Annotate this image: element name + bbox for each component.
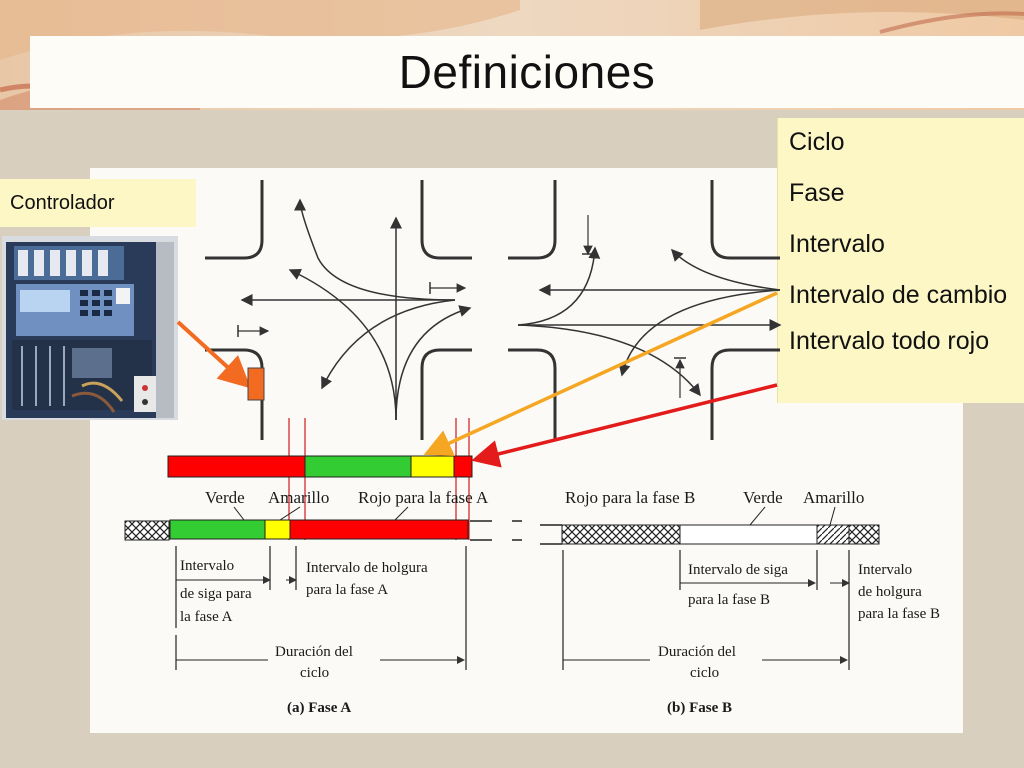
label-a-verde: Verde xyxy=(205,488,245,507)
cycle-bar xyxy=(167,455,473,478)
intersection-phase-b xyxy=(508,180,780,440)
label-b-holgura-1: Intervalo xyxy=(858,562,912,578)
label-b-holgura-3: para la fase B xyxy=(858,606,940,622)
label-a-duracion-2: ciclo xyxy=(300,665,329,681)
label-a-siga-3: la fase A xyxy=(180,609,233,625)
label-a-holgura-1: Intervalo de holgura xyxy=(306,560,428,576)
slide-title: Definiciones xyxy=(398,46,656,98)
label-a-siga-2: de siga para xyxy=(180,586,252,602)
label-a-duracion-1: Duración del xyxy=(275,644,353,660)
intersection-phase-a xyxy=(205,180,472,440)
definition-intervalo: Intervalo xyxy=(789,230,885,258)
definition-intervalo-todo-rojo: Intervalo todo rojo xyxy=(789,327,990,355)
definitions-box: Ciclo Fase Intervalo Intervalo de cambio… xyxy=(777,118,1024,403)
label-a-siga-1: Intervalo xyxy=(180,558,234,574)
controller-arrow xyxy=(176,320,251,389)
movement-arrows-phase-a xyxy=(237,198,472,421)
caption-phase-a: (a) Fase A xyxy=(287,700,351,716)
label-a-rojo: Rojo para la fase A xyxy=(358,488,489,507)
cycle-bar-red-start xyxy=(167,455,306,478)
label-b-duracion-2: ciclo xyxy=(690,665,719,681)
label-b-duracion-1: Duración del xyxy=(658,644,736,660)
phase-b-red-end xyxy=(848,524,880,545)
title-bar: Definiciones xyxy=(30,36,1024,108)
movement-arrows-phase-b xyxy=(517,215,782,398)
controller-photo xyxy=(2,236,178,420)
label-b-holgura-2: de holgura xyxy=(858,584,922,600)
phase-a-green xyxy=(169,519,266,540)
controller-label: Controlador xyxy=(0,179,196,227)
label-b-amarillo: Amarillo xyxy=(803,488,864,507)
cycle-bar-yellow xyxy=(410,455,455,478)
label-b-verde: Verde xyxy=(743,488,783,507)
cambio-arrow xyxy=(423,291,778,456)
label-b-siga-2: para la fase B xyxy=(688,592,770,608)
phase-a-yellow xyxy=(264,519,291,540)
phase-b-red xyxy=(561,524,681,545)
definition-ciclo: Ciclo xyxy=(789,128,845,156)
definition-intervalo-cambio: Intervalo de cambio xyxy=(789,281,1008,309)
phase-b-yellow xyxy=(816,524,850,545)
cycle-bar-green xyxy=(304,455,412,478)
label-a-holgura-2: para la fase A xyxy=(306,582,388,598)
todo-rojo-arrow xyxy=(471,383,778,468)
phase-b-timeline xyxy=(540,524,880,545)
phase-a-red xyxy=(289,519,469,540)
controller-indicator xyxy=(247,367,265,401)
caption-phase-b: (b) Fase B xyxy=(667,700,732,716)
phase-a-timeline xyxy=(124,519,522,541)
label-b-rojo: Rojo para la fase B xyxy=(565,488,695,507)
definition-fase: Fase xyxy=(789,179,845,207)
cycle-bar-red-end xyxy=(453,455,473,478)
label-b-siga-1: Intervalo de siga xyxy=(688,562,788,578)
phase-b-green xyxy=(679,524,818,545)
label-a-amarillo: Amarillo xyxy=(268,488,329,507)
